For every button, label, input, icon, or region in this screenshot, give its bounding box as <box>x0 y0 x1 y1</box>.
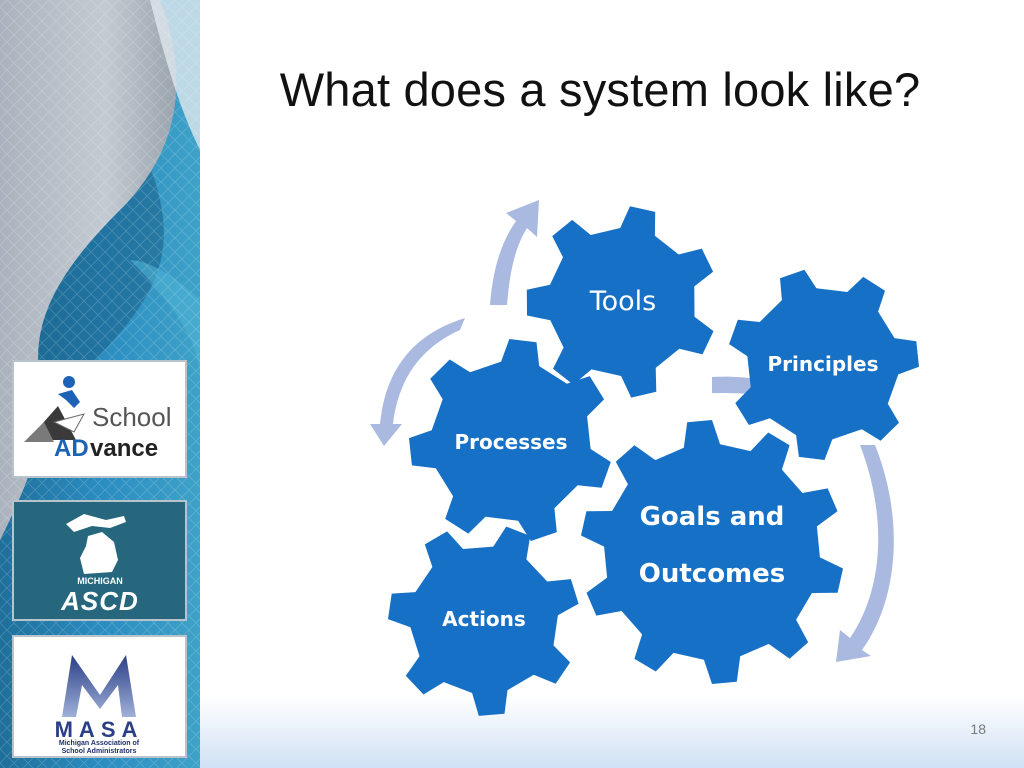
gear-goals <box>581 420 843 684</box>
school-advance-logo: School AD vance <box>12 360 187 478</box>
gear-label-actions: Actions <box>442 607 526 631</box>
advance-prefix: AD <box>54 435 89 462</box>
masa-letters: MASA <box>55 717 144 742</box>
arrow-right <box>836 445 894 662</box>
slide-number: 18 <box>970 721 986 737</box>
gear-label-principles: Principles <box>768 352 879 376</box>
gear-tools <box>526 206 714 398</box>
masa-logo: MASA Michigan Association of School Admi… <box>12 635 187 758</box>
arrow-top <box>490 200 539 305</box>
michigan-label: MICHIGAN <box>77 576 123 586</box>
ascd-label: ASCD <box>60 586 139 616</box>
gear-label-goals-line2: Outcomes <box>639 559 786 589</box>
michigan-ascd-logo: MICHIGAN ASCD <box>12 500 187 621</box>
school-advance-emblem: School AD vance <box>24 376 172 462</box>
michigan-map-emblem: MICHIGAN ASCD <box>60 514 139 616</box>
gear-processes <box>409 339 611 541</box>
slide-title: What does a system look like? <box>279 63 921 116</box>
arrow-left <box>370 318 465 446</box>
gear-label-goals-line1: Goals and <box>640 502 785 532</box>
masa-emblem: MASA Michigan Association of School Admi… <box>55 655 144 755</box>
advance-suffix: vance <box>90 435 158 462</box>
gear-label-tools: Tools <box>589 286 657 317</box>
gear-actions <box>388 526 579 716</box>
gear-label-processes: Processes <box>455 430 568 454</box>
masa-line1: Michigan Association of <box>59 740 140 747</box>
gear-principles <box>729 269 919 460</box>
masa-line2: School Administrators <box>62 748 137 755</box>
school-word: School <box>92 402 172 432</box>
